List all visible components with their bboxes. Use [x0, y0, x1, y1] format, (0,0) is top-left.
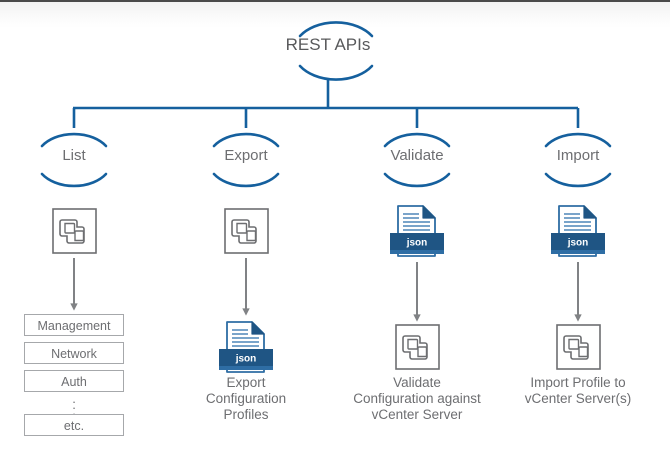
branch-label-export[interactable]: Export — [224, 147, 268, 164]
json-file-icon-validate: json — [390, 205, 444, 257]
caption-validate-line-2: Configuration against — [353, 391, 481, 406]
connector-tree — [72, 78, 580, 128]
caption-validate: Validate Configuration against vCenter S… — [342, 375, 492, 423]
caption-validate-line-3: vCenter Server — [371, 407, 463, 422]
root-node-arcs — [298, 21, 374, 81]
branch-node-arcs-export — [212, 132, 280, 188]
branch-label-import[interactable]: Import — [556, 147, 600, 164]
vcenter-server-icon-import-result — [556, 324, 601, 370]
caption-export-line-2: Configuration — [205, 391, 287, 406]
branch-node-arcs-validate — [383, 132, 451, 188]
caption-validate-line-1: Validate — [393, 375, 441, 390]
page-title: REST APIs — [285, 35, 371, 54]
branch-label-list[interactable]: List — [62, 147, 86, 164]
caption-import-line-2: vCenter Server(s) — [524, 391, 632, 406]
json-file-icon-export-result: json — [219, 321, 273, 373]
caption-import-line-1: Import Profile to — [530, 375, 626, 390]
branch-node-arcs-list — [40, 132, 108, 188]
svg-text:json: json — [235, 354, 257, 365]
branch-node-arcs-import — [544, 132, 612, 188]
json-file-icon-import: json — [551, 205, 605, 257]
top-border-rule — [0, 0, 670, 2]
caption-export-line-1: Export — [226, 375, 266, 390]
list-ellipsis: ... — [72, 391, 76, 418]
list-item-etc[interactable]: etc. — [24, 414, 124, 436]
caption-export: Export Configuration Profiles — [181, 375, 311, 423]
vcenter-server-icon-list — [52, 208, 97, 254]
caption-import: Import Profile to vCenter Server(s) — [503, 375, 653, 407]
branch-label-validate[interactable]: Validate — [390, 147, 444, 164]
vcenter-server-icon-export — [224, 208, 269, 254]
list-item-network[interactable]: Network — [24, 342, 124, 364]
svg-text:json: json — [567, 238, 589, 249]
caption-export-line-3: Profiles — [223, 407, 269, 422]
list-item-auth[interactable]: Auth — [24, 370, 124, 392]
list-item-management[interactable]: Management — [24, 314, 124, 336]
svg-text:json: json — [406, 238, 428, 249]
vcenter-server-icon-validate-result — [395, 324, 440, 370]
